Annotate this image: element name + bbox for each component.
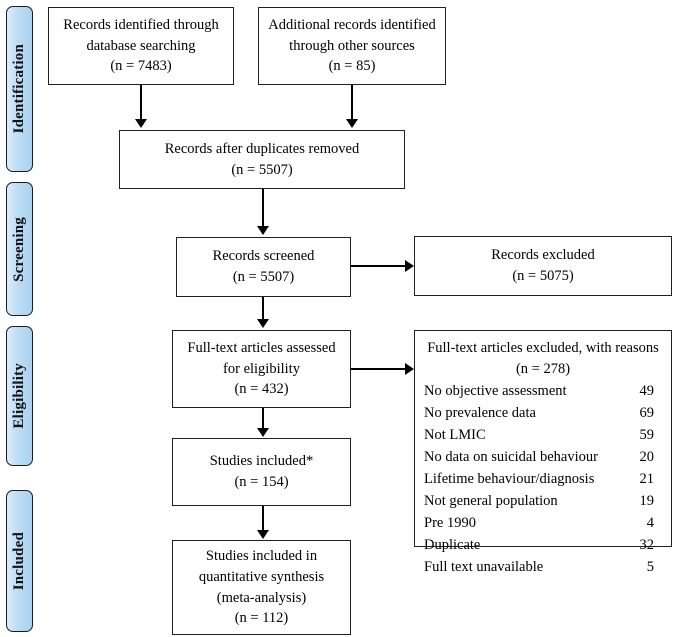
stage-tab-screening: Screening [6,182,33,316]
exclusion-reason-row: Pre 1990 4 [424,512,662,534]
box-studies-included-count: (n = 154) [234,474,289,490]
box-records-identified-database: Records identified through database sear… [48,7,234,85]
connector-screened-to-fulltext [262,297,264,320]
exclusion-reason-row: Duplicate 32 [424,534,662,556]
box-records-after-duplicates-removed: Records after duplicates removed (n = 55… [119,130,405,189]
box-records-screened-line1: Records screened [212,248,315,265]
exclusion-reason-label: Pre 1990 [424,515,476,532]
arrowhead-database-to-duplicates [135,119,147,128]
exclusion-reason-list: No objective assessment 49 No prevalence… [424,380,662,578]
box-fulltext-assessed-eligibility: Full-text articles assessed for eligibil… [172,330,351,408]
box-quantitative-synthesis: Studies included in quantitative synthes… [172,540,351,635]
arrowhead-screened-to-excluded [405,260,414,272]
exclusion-reason-label: Duplicate [424,537,481,554]
box-additional-records-other-sources-count: (n = 85) [328,58,376,75]
exclusion-reason-row: No objective assessment 49 [424,380,662,402]
exclusion-reason-row: Not LMIC 59 [424,424,662,446]
box-records-excluded-count: (n = 5075) [512,268,574,284]
stage-tab-identification: Identification [6,6,33,172]
box-records-screened-count: (n = 5507) [232,269,295,285]
connector-fulltext-to-reasons [351,368,407,370]
box-fulltext-excluded-count: (n = 278) [515,360,571,377]
exclusion-reason-count: 4 [646,515,654,532]
connector-studies-to-synthesis [262,506,264,532]
exclusion-reason-count: 20 [639,449,655,466]
arrowhead-fulltext-to-reasons [405,363,414,375]
stage-tab-included: Included [6,490,33,632]
box-additional-records-other-sources: Additional records identified through ot… [258,7,446,85]
box-records-identified-database-line1: Records identified through [63,17,219,34]
arrowhead-other-sources-to-duplicates [346,119,358,128]
exclusion-reason-label: No objective assessment [424,383,567,400]
box-quantitative-synthesis-line3: (meta-analysis) [216,589,307,606]
box-records-identified-database-count: (n = 7483) [110,58,172,75]
exclusion-reason-label: No data on suicidal behaviour [424,449,598,466]
arrowhead-duplicates-to-screened [257,226,269,235]
stage-tab-eligibility: Eligibility [6,326,33,466]
exclusion-reason-row: No prevalence data 69 [424,402,662,424]
box-records-after-duplicates-removed-count: (n = 5507) [231,161,293,178]
box-fulltext-excluded-header: Full-text articles excluded, with reason… [427,340,659,356]
exclusion-reason-count: 32 [639,537,655,554]
connector-duplicates-to-screened [262,189,264,228]
stage-tab-eligibility-label: Eligibility [11,363,27,429]
box-fulltext-assessed-eligibility-count: (n = 432) [234,381,289,398]
exclusion-reason-count: 5 [646,559,654,576]
exclusion-reason-row: Lifetime behaviour/diagnosis 21 [424,468,662,490]
exclusion-reason-row: No data on suicidal behaviour 20 [424,446,662,468]
connector-fulltext-to-studies-included [262,408,264,430]
exclusion-reason-row: Not general population 19 [424,490,662,512]
arrowhead-fulltext-to-studies-included [257,428,269,437]
box-records-excluded-line1: Records excluded [491,247,595,264]
stage-tab-screening-label: Screening [11,216,27,282]
exclusion-reason-label: Not general population [424,493,558,510]
exclusion-reason-label: Lifetime behaviour/diagnosis [424,471,595,488]
exclusion-reason-row: Full text unavailable 5 [424,556,662,578]
box-studies-included: Studies included* (n = 154) [172,438,351,506]
box-fulltext-excluded-with-reasons: Full-text articles excluded, with reason… [414,330,672,575]
arrowhead-screened-to-fulltext [257,319,269,328]
stage-tab-included-label: Included [11,531,27,591]
box-fulltext-assessed-eligibility-line2: for eligibility [223,360,300,377]
box-records-excluded: Records excluded (n = 5075) [414,236,672,296]
box-fulltext-assessed-eligibility-line1: Full-text articles assessed [187,340,336,357]
exclusion-reason-count: 21 [639,471,655,488]
box-additional-records-other-sources-line2: through other sources [289,37,415,54]
exclusion-reason-count: 59 [639,427,655,444]
connector-other-sources-to-duplicates [351,85,353,121]
exclusion-reason-count: 69 [639,405,655,422]
connector-database-to-duplicates [140,85,142,121]
exclusion-reason-count: 19 [639,493,655,510]
exclusion-reason-label: Full text unavailable [424,559,544,576]
box-records-identified-database-line2: database searching [86,37,196,54]
box-quantitative-synthesis-line1: Studies included in [205,548,318,565]
box-quantitative-synthesis-line2: quantitative synthesis [198,568,325,585]
stage-tab-identification-label: Identification [11,44,27,134]
exclusion-reason-label: Not LMIC [424,427,486,444]
box-quantitative-synthesis-count: (n = 112) [234,610,289,627]
box-additional-records-other-sources-line1: Additional records identified [268,17,436,34]
box-records-after-duplicates-removed-line1: Records after duplicates removed [164,140,360,157]
exclusion-reason-count: 49 [639,383,655,400]
box-records-screened: Records screened (n = 5507) [176,237,351,297]
box-studies-included-line1: Studies included* [209,453,314,470]
connector-screened-to-excluded [351,265,407,267]
arrowhead-studies-to-synthesis [257,530,269,539]
exclusion-reason-label: No prevalence data [424,405,536,422]
